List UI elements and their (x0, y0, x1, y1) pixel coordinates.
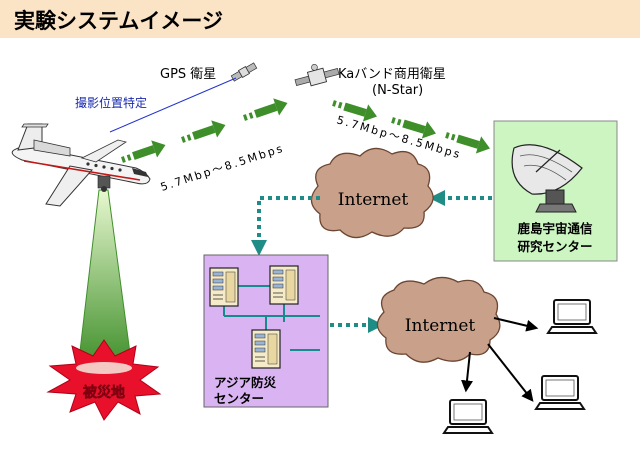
laptop-icon-1 (547, 299, 597, 334)
laptop-icon-3 (443, 399, 493, 434)
server-icon-1 (209, 267, 239, 307)
internet-bottom-label: Internet (405, 316, 476, 336)
kashima-label-line1: 鹿島宇宙通信 (517, 221, 593, 236)
gps-link-label: 撮影位置特定 (75, 95, 147, 110)
kashima-label-line2: 研究センター (517, 239, 592, 254)
page-title: 実験システムイメージ (14, 9, 223, 33)
ka-satellite-label: Kaバンド商用衛星 (338, 67, 446, 82)
aircraft-icon (11, 123, 151, 207)
header-band (0, 0, 640, 38)
ka-satellite-icon (294, 64, 340, 87)
internet-to-pc1-arrow (493, 317, 539, 332)
disaster-area-burst (46, 339, 162, 421)
beam-footprint (76, 362, 132, 374)
uplink-rate-label: 5.7Mbp〜8.5Mbps (159, 141, 286, 193)
internet-to-asia-arrow (251, 196, 320, 256)
internet-to-pc3-arrow (487, 343, 534, 402)
internet-top-label: Internet (338, 190, 409, 210)
gps-link-line (109, 77, 237, 133)
asia-label-line1: アジア防災 (214, 375, 277, 390)
laptop-icon-2 (535, 375, 585, 410)
internet-to-pc2-arrow (461, 351, 473, 393)
disaster-area-label: 被災地 (83, 384, 125, 401)
server-icon-3 (251, 329, 281, 369)
internet-cloud-bottom (376, 276, 501, 363)
server-icon-2 (269, 265, 299, 305)
gps-satellite-label: GPS 衛星 (160, 67, 216, 82)
antenna-icon (511, 144, 583, 213)
internet-cloud-top (310, 147, 434, 239)
ka-satellite-sublabel: (N-Star) (372, 83, 423, 98)
asia-label-line2: センター (214, 391, 264, 406)
